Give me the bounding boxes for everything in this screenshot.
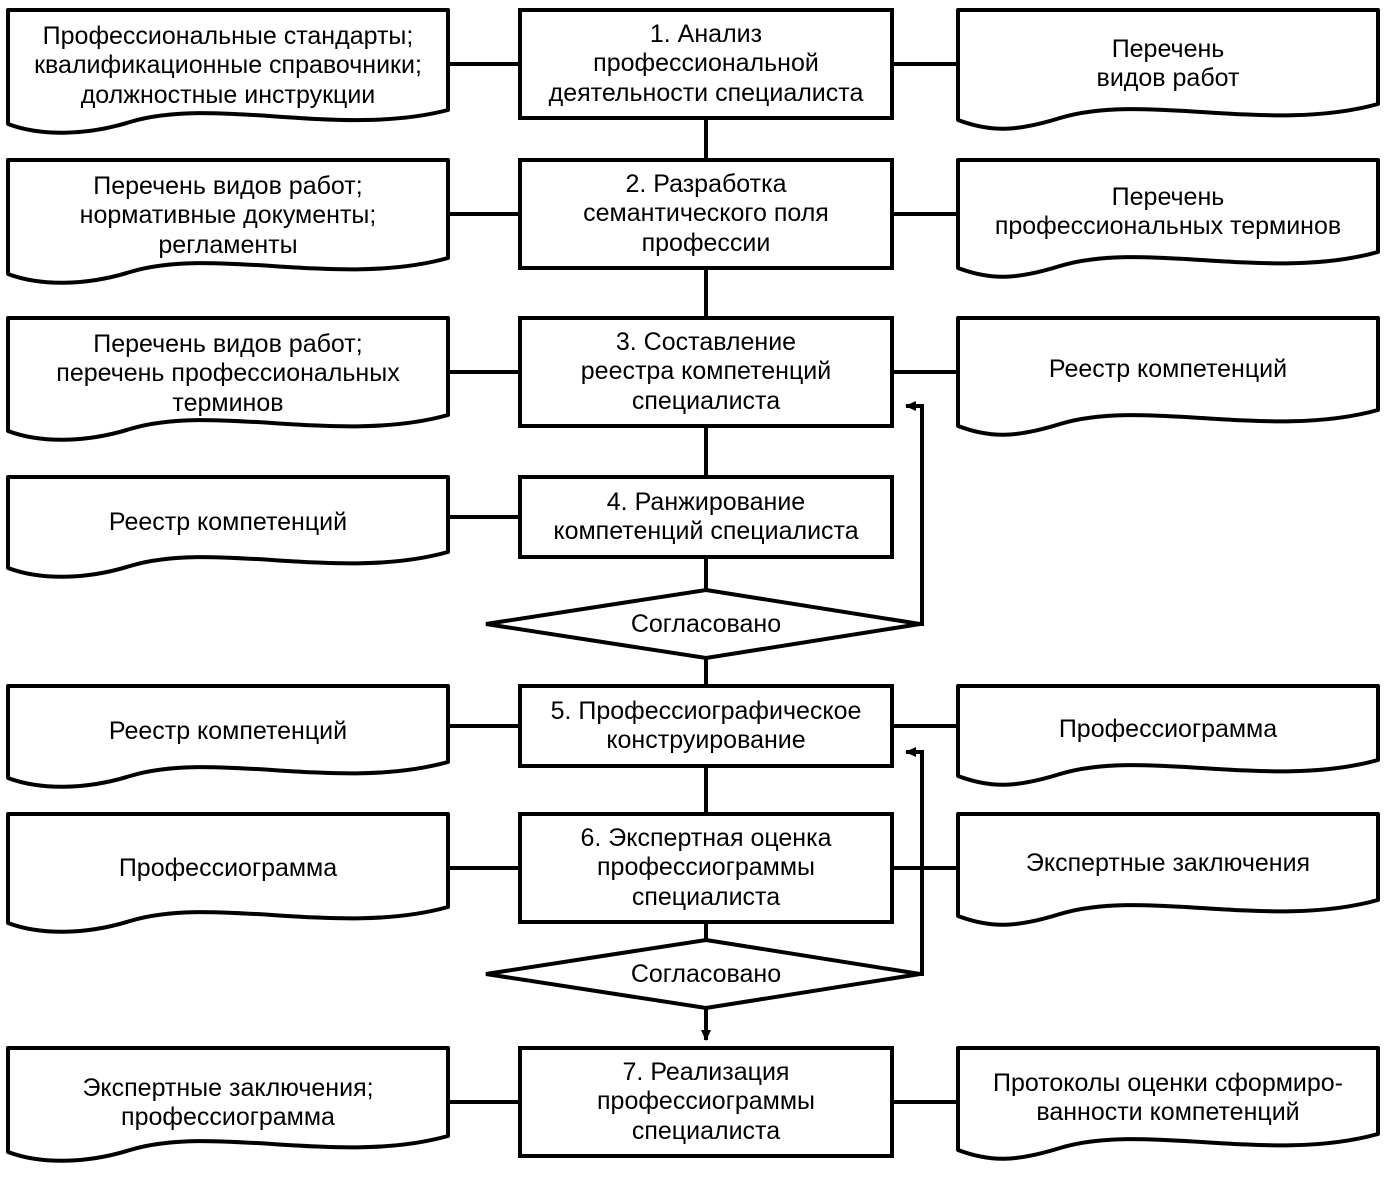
output-document-3	[956, 316, 1380, 437]
input-document-5	[6, 684, 450, 789]
input-document-3	[6, 316, 450, 442]
input-document-4	[6, 475, 450, 579]
input-document-2	[6, 158, 450, 285]
process-box-4	[518, 475, 894, 559]
output-document-7	[956, 1046, 1380, 1161]
process-box-1	[518, 8, 894, 120]
decision-diamond-1-label: Согласовано	[630, 609, 782, 638]
process-box-5	[518, 684, 894, 768]
decision-diamond-2-label: Согласовано	[630, 959, 782, 988]
process-box-7	[518, 1046, 894, 1158]
feedback-loop-2	[905, 747, 924, 976]
process-box-6	[518, 812, 894, 924]
input-document-6	[6, 812, 450, 934]
input-document-7	[6, 1046, 450, 1163]
output-document-1	[956, 8, 1380, 131]
input-document-1	[6, 8, 450, 135]
feedback-loop-1	[905, 401, 924, 626]
process-box-2	[518, 158, 894, 270]
output-document-2	[956, 158, 1380, 279]
process-box-3	[518, 316, 894, 428]
output-document-5	[956, 684, 1380, 787]
output-document-6	[956, 812, 1380, 927]
